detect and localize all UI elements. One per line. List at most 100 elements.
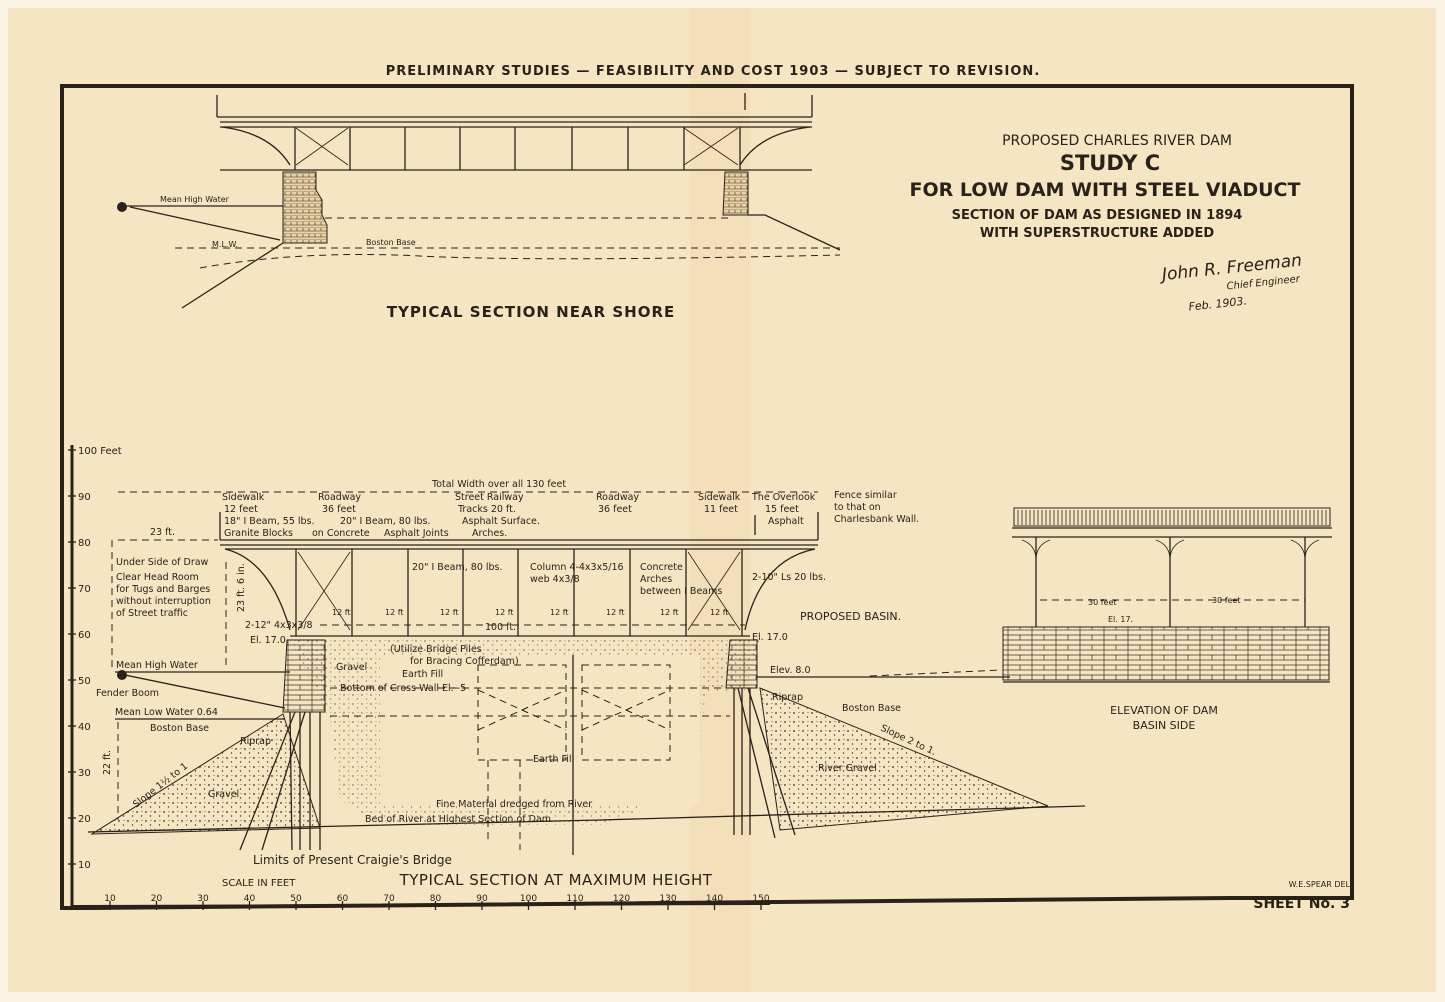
horizontal-tick-label: 120 <box>613 894 630 904</box>
label-span: 12 ft <box>710 608 729 617</box>
label-headroom3: without interruption <box>116 596 211 607</box>
label-span: 12 ft <box>440 608 459 617</box>
label-earth-fill-lower: Earth Fill <box>533 754 574 765</box>
label-arches: Arches. <box>472 528 507 539</box>
column-bracket <box>1290 539 1320 561</box>
pier-right <box>725 639 758 689</box>
label-boston-base-right: Boston Base <box>842 703 901 714</box>
label-span: 12 ft <box>606 608 625 617</box>
horizontal-tick-label: 90 <box>476 894 488 904</box>
label-river-gravel: River Gravel <box>818 763 877 774</box>
shore-pier-left <box>282 171 328 244</box>
vertical-tick-label: 60 <box>78 630 91 641</box>
label-fender-boom: Fender Boom <box>96 688 159 699</box>
label-concrete3: between I Beams <box>640 586 722 597</box>
label-mean-low-water: Mean Low Water 0.64 <box>115 707 218 718</box>
label-riprap-left: Riprap <box>240 736 271 747</box>
label-fence1: Fence similar <box>834 490 897 501</box>
vertical-tick-label: 40 <box>78 722 91 733</box>
vertical-tick-label: 10 <box>78 860 91 871</box>
label-limits: Limits of Present Craigie's Bridge <box>253 853 452 867</box>
label-brace-right: 2-10" Ls 20 lbs. <box>752 572 826 583</box>
drawing-border <box>60 84 1354 910</box>
vertical-tick-label: 90 <box>78 492 91 503</box>
horizontal-tick-label: 60 <box>337 894 349 904</box>
label-column: Column 4-4x3x5/16 <box>530 562 624 573</box>
label-roadway-left-w: 36 feet <box>322 504 356 515</box>
horizontal-tick-label: 50 <box>290 894 302 904</box>
label-cross-wall: Bottom of Cross Wall El. -5 <box>340 683 466 694</box>
label-boston-base-left: Boston Base <box>150 723 209 734</box>
label-utilize1: (Utilize Bridge Piles <box>390 644 482 655</box>
label-w23: 23 ft. <box>150 527 175 538</box>
shore-mlw: M.L.W. <box>212 240 238 249</box>
label-headroom2: for Tugs and Barges <box>116 584 210 595</box>
shore-section-drawing: Mean High Water M.L.W. Boston Base TYPIC… <box>117 93 841 321</box>
label-span: 12 ft <box>495 608 514 617</box>
label-asphalt-joints: Asphalt Joints <box>384 528 449 539</box>
label-fence2: to that on <box>834 502 881 513</box>
label-sidewalk-right: Sidewalk <box>698 492 741 503</box>
label-asphalt-surface: Asphalt Surface. <box>462 516 540 527</box>
horizontal-tick-label: 30 <box>197 894 209 904</box>
horizontal-tick-label: 70 <box>383 894 395 904</box>
label-granite: Granite Blocks <box>224 528 293 539</box>
sheet-number: SHEET No. 3 <box>1253 896 1350 912</box>
label-overlook-w: 15 feet <box>765 504 799 515</box>
horizontal-tick-label: 40 <box>244 894 256 904</box>
label-span: 12 ft <box>660 608 679 617</box>
label-overlook: The Overlook <box>751 492 816 503</box>
scale-label: SCALE IN FEET <box>222 878 296 889</box>
label-asphalt: Asphalt <box>768 516 804 527</box>
label-sidewalk-right-w: 11 feet <box>704 504 738 515</box>
title-line-5: WITH SUPERSTRUCTURE ADDED <box>980 226 1214 241</box>
vertical-tick-label: 80 <box>78 538 91 549</box>
label-fine-material: Fine Material dredged from River <box>436 799 592 810</box>
horizontal-tick-label: 150 <box>752 894 769 904</box>
label-utilize2: for Bracing Cofferdam) <box>410 656 519 667</box>
label-roadway-left: Roadway <box>318 492 361 503</box>
label-roadway-right: Roadway <box>596 492 639 503</box>
elevation-el: El. 17. <box>1108 615 1133 624</box>
title-line-1: PROPOSED CHARLES RIVER DAM <box>1002 133 1232 149</box>
elevation-title-1: ELEVATION OF DAM <box>1110 704 1218 717</box>
label-total-width: Total Width over all 130 feet <box>431 479 566 490</box>
dam-elevation-drawing: 30 feet 30 feet El. 17. ELEVATION OF DAM… <box>1002 507 1332 732</box>
label-gravel: Gravel <box>336 662 367 673</box>
title-line-3: FOR LOW DAM WITH STEEL VIADUCT <box>910 179 1301 201</box>
elevation-title-2: BASIN SIDE <box>1133 719 1196 732</box>
shore-mean-high-water: Mean High Water <box>160 195 230 204</box>
label-span: 12 ft <box>385 608 404 617</box>
label-concrete2: Arches <box>640 574 672 585</box>
label-el17-right: El. 17.0 <box>752 632 788 643</box>
vertical-tick-label: 70 <box>78 584 91 595</box>
label-brace-left: 2-12" 4x3x3/8 <box>245 620 313 631</box>
masonry-wall <box>1002 626 1330 681</box>
shore-section-title: TYPICAL SECTION NEAR SHORE <box>387 303 676 321</box>
horizontal-scale-axis <box>71 903 771 907</box>
label-mean-high-water: Mean High Water <box>116 660 198 671</box>
label-el17-left: El. 17.0 <box>250 635 286 646</box>
label-span100: 100 ft. <box>485 622 516 633</box>
title-line-2: STUDY C <box>1060 151 1160 175</box>
label-roadway-right-w: 36 feet <box>598 504 632 515</box>
horizontal-tick-label: 140 <box>706 894 723 904</box>
label-fence3: Charlesbank Wall. <box>834 514 919 525</box>
title-block: PROPOSED CHARLES RIVER DAM STUDY C FOR L… <box>910 133 1303 314</box>
horizontal-tick-label: 20 <box>151 894 163 904</box>
label-headroom4: of Street traffic <box>116 608 188 619</box>
main-section-title: TYPICAL SECTION AT MAXIMUM HEIGHT <box>399 871 713 889</box>
label-h23: 23 ft. 6 in. <box>236 563 247 612</box>
label-beam18: 18" I Beam, 55 lbs. <box>224 516 315 527</box>
label-beam20a: 20" I Beam, 80 lbs. <box>340 516 431 527</box>
signature-date: Feb. 1903. <box>1188 294 1248 313</box>
shore-boston-base: Boston Base <box>366 238 416 247</box>
label-sidewalk-left: Sidewalk <box>222 492 265 503</box>
vertical-tick-label: 30 <box>78 768 91 779</box>
vertical-tick-label: 20 <box>78 814 91 825</box>
label-sidewalk-left-w: 12 feet <box>224 504 258 515</box>
horizontal-tick-label: 10 <box>104 894 116 904</box>
label-span: 12 ft <box>332 608 351 617</box>
